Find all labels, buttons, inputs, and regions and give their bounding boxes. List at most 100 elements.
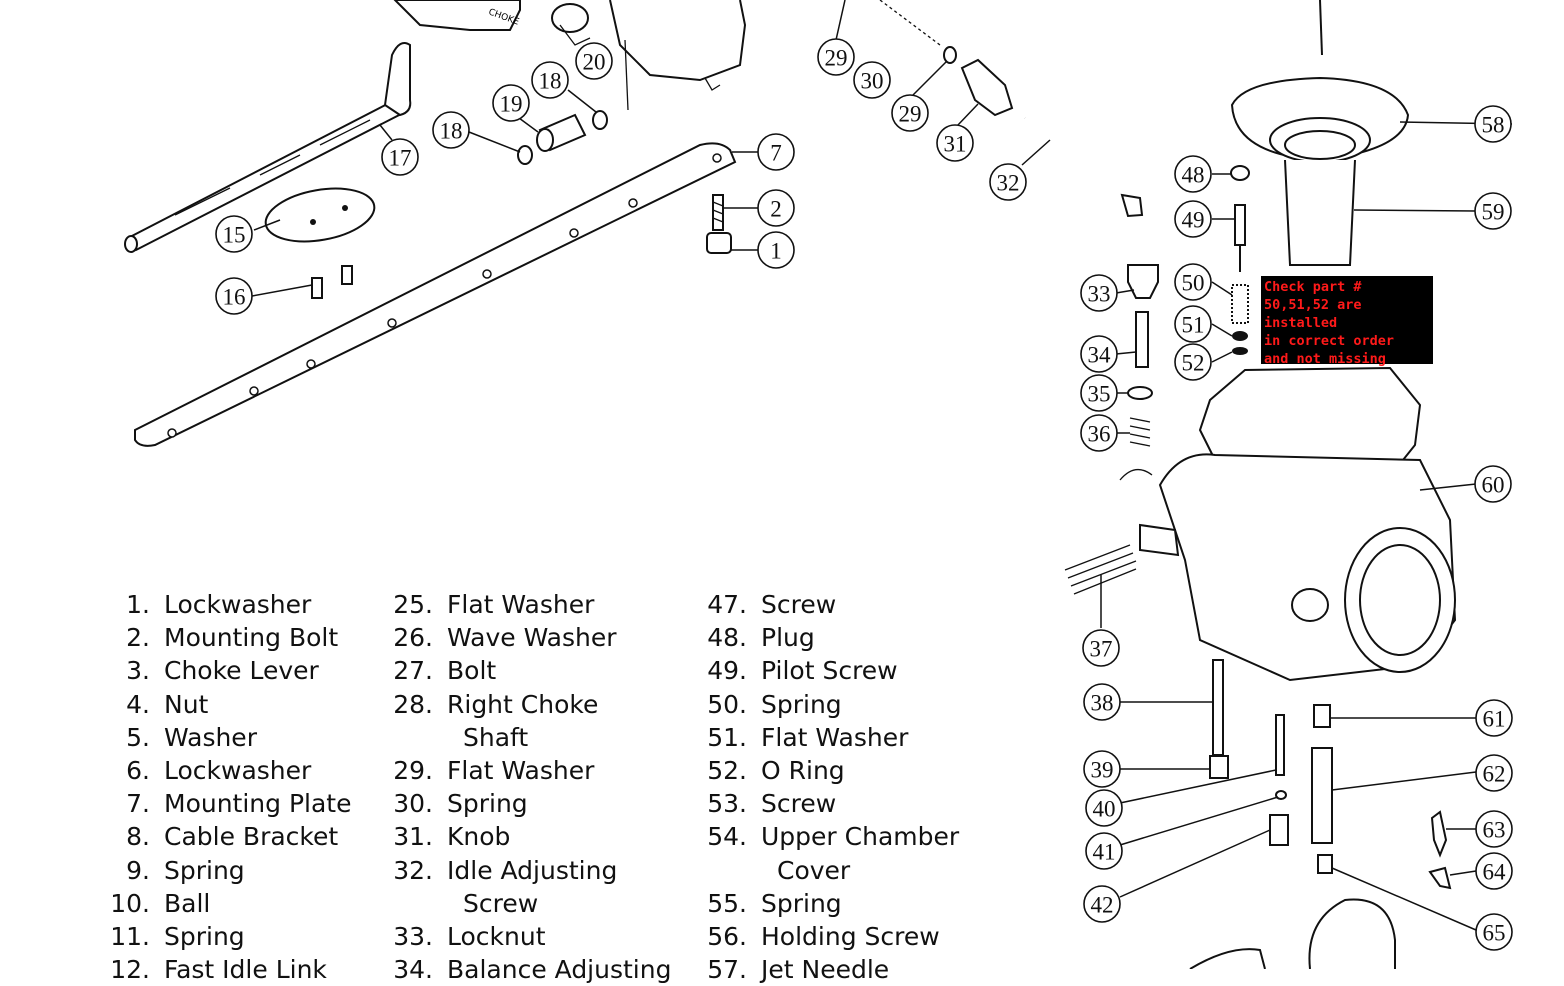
annotation-line: Check part # bbox=[1264, 279, 1362, 295]
legend-item-number: 47. bbox=[707, 590, 747, 619]
callout-circle bbox=[492, 84, 530, 122]
legend-item: 49.Pilot Screw bbox=[705, 654, 959, 687]
callout-number: 62 bbox=[1483, 762, 1506, 787]
legend-item-number: 34. bbox=[393, 955, 433, 985]
legend-item-name: Spring bbox=[761, 888, 842, 918]
callout-number: 16 bbox=[223, 285, 246, 310]
legend-item-continuation: Cover bbox=[777, 855, 851, 885]
callout-circle bbox=[381, 138, 419, 176]
part-callout: 34 bbox=[1080, 335, 1118, 373]
callout-number: 20 bbox=[583, 50, 606, 75]
pilot-screw-parts bbox=[1230, 165, 1250, 355]
legend-item-name: Lockwasher bbox=[164, 590, 312, 619]
legend-item-number: 7. bbox=[126, 789, 150, 819]
throttle-plate-part bbox=[264, 187, 376, 243]
legend-item-name: Balance Adjusting bbox=[447, 955, 672, 985]
part-callout: 48 bbox=[1174, 155, 1212, 193]
part-callout: 61 bbox=[1475, 699, 1513, 737]
choke-lever-part: CHOKE bbox=[393, 0, 521, 31]
legend-item-number: 56. bbox=[707, 922, 747, 952]
callout-circle bbox=[1082, 629, 1120, 667]
legend-item-number: 53. bbox=[707, 789, 747, 819]
legend-item-name: Spring bbox=[164, 855, 245, 885]
part-callout: 64 bbox=[1475, 852, 1513, 890]
legend-item-name: Holding Screw bbox=[761, 922, 940, 952]
callout-number: 32 bbox=[997, 171, 1020, 196]
callout-number: 2 bbox=[770, 197, 782, 222]
part-callout: 38 bbox=[1083, 683, 1121, 721]
callout-circle bbox=[757, 133, 795, 171]
legend-item: 50.Spring bbox=[705, 688, 959, 721]
callout-circle bbox=[1474, 192, 1512, 230]
callout-circle bbox=[1475, 699, 1513, 737]
callout-number: 58 bbox=[1482, 113, 1505, 138]
legend-item: 47.Screw bbox=[705, 588, 959, 621]
legend-item: 31.Knob bbox=[389, 820, 671, 853]
washer-collar-parts bbox=[517, 110, 608, 165]
legend-item: 4.Nut bbox=[100, 688, 352, 721]
callout-number: 65 bbox=[1483, 921, 1506, 946]
part-callout: 29 bbox=[817, 38, 855, 76]
callout-number: 40 bbox=[1093, 797, 1116, 822]
part-callout: 30 bbox=[853, 61, 891, 99]
part-callout: 19 bbox=[492, 84, 530, 122]
callout-number: 48 bbox=[1182, 163, 1205, 188]
legend-item-number: 52. bbox=[707, 756, 747, 786]
legend-item-number: 32. bbox=[393, 855, 433, 885]
callout-number: 30 bbox=[861, 69, 884, 94]
callout-circle bbox=[1080, 414, 1118, 452]
legend-item: 54.Upper Chamber bbox=[705, 820, 959, 853]
callout-circle bbox=[936, 124, 974, 162]
legend-item-number: 31. bbox=[393, 822, 433, 852]
throttle-stop-parts bbox=[1127, 264, 1159, 447]
callout-circle bbox=[1474, 465, 1512, 503]
legend-item-number: 11. bbox=[110, 922, 150, 952]
legend-item-name: Washer bbox=[164, 722, 257, 752]
legend-item-number: 54. bbox=[707, 822, 747, 852]
legend-item: 25.Flat Washer bbox=[389, 588, 671, 621]
legend-item-name: Flat Washer bbox=[447, 756, 595, 786]
legend-item-name: Screw bbox=[761, 789, 837, 819]
part-callout: 60 bbox=[1474, 465, 1512, 503]
legend-item-continuation: Shaft bbox=[463, 722, 529, 752]
callout-number: 17 bbox=[389, 146, 412, 171]
callout-number: 52 bbox=[1182, 351, 1205, 376]
callout-number: 29 bbox=[899, 102, 922, 127]
part-callout: 29 bbox=[891, 94, 929, 132]
legend-item: 28.Right Choke bbox=[389, 688, 671, 721]
legend-item: 56. Holding Screw bbox=[705, 920, 959, 953]
callout-circle bbox=[817, 38, 855, 76]
jet-parts bbox=[1209, 659, 1452, 890]
callout-circle bbox=[1475, 810, 1513, 848]
legend-item: 1.Lockwasher bbox=[100, 588, 352, 621]
carburetor-body-part bbox=[1119, 366, 1457, 682]
legend-item-name: Bolt bbox=[447, 656, 497, 686]
callout-number: 7 bbox=[770, 141, 782, 166]
part-callout: 39 bbox=[1083, 750, 1121, 788]
callout-number: 31 bbox=[944, 132, 967, 157]
callout-number: 1 bbox=[770, 239, 782, 264]
part-callout: 65 bbox=[1475, 913, 1513, 951]
legend-item: 6.Lockwasher bbox=[100, 754, 352, 787]
part-callout: 2 bbox=[757, 189, 795, 227]
choke-shaft-part bbox=[124, 42, 412, 253]
legend-item-number: 27. bbox=[393, 656, 433, 686]
callout-circle bbox=[215, 277, 253, 315]
legend-item-name: Fast Idle Link bbox=[164, 955, 327, 985]
legend-item: 27. Bolt bbox=[389, 654, 671, 687]
part-callout: 42 bbox=[1083, 885, 1121, 923]
callout-number: 51 bbox=[1182, 313, 1205, 338]
callout-number: 59 bbox=[1482, 200, 1505, 225]
part-callout: 33 bbox=[1080, 274, 1118, 312]
legend-item: 7.Mounting Plate bbox=[100, 787, 351, 820]
callout-number: 61 bbox=[1483, 707, 1506, 732]
legend-item-number: 12. bbox=[110, 955, 150, 985]
legend-item: 10.Ball bbox=[100, 887, 352, 920]
callout-number: 29 bbox=[825, 46, 848, 71]
legend-item-name: Nut bbox=[164, 689, 209, 719]
part-callout: 37 bbox=[1082, 629, 1120, 667]
legend-item-number: 55. bbox=[707, 888, 747, 918]
callout-circle bbox=[432, 111, 470, 149]
